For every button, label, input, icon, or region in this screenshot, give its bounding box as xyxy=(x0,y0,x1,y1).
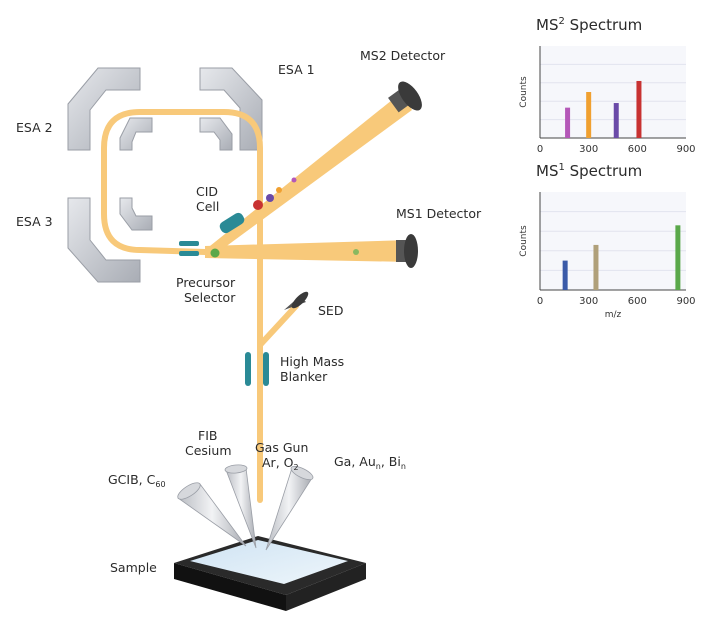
x-tick-label: 900 xyxy=(676,144,695,155)
sed-detector-icon xyxy=(284,291,309,310)
fragment-ion-purple xyxy=(266,194,274,202)
plot-area xyxy=(540,192,686,290)
esa-1-label: ESA 1 xyxy=(278,62,315,77)
x-tick-label: 600 xyxy=(628,144,647,155)
esa-3-plate xyxy=(67,197,153,283)
ms1-ion xyxy=(353,249,359,255)
precursor-selector-lens xyxy=(179,241,199,256)
ms1-detector-label: MS1 Detector xyxy=(396,206,482,221)
chart-title: MS1 Spectrum xyxy=(536,162,642,180)
spectrum-bar xyxy=(675,225,681,290)
spectrum-bar xyxy=(593,244,599,290)
gasgun-label-line1: Gas Gun xyxy=(255,440,308,455)
ion-particles xyxy=(210,177,359,258)
fib-label-line2: Cesium xyxy=(185,443,232,458)
fragment-ion-pink xyxy=(291,177,297,183)
fib-cesium-gun-icon xyxy=(224,464,257,549)
x-tick-label: 300 xyxy=(579,296,598,307)
fib-label-line1: FIB xyxy=(198,428,217,443)
spectrum-bar xyxy=(613,103,619,138)
esa-2-label: ESA 2 xyxy=(16,120,53,135)
gasgun-label-line2: Ar, O2 xyxy=(262,455,299,472)
high-mass-blanker-lens xyxy=(245,352,269,386)
x-tick-label: 600 xyxy=(628,296,647,307)
ion-beams xyxy=(101,92,412,503)
ga-au-bi-gun-icon xyxy=(265,465,314,551)
y-axis-label: Counts xyxy=(519,225,529,257)
sed-label: SED xyxy=(318,303,343,318)
ms2-beam xyxy=(205,92,412,256)
ms2-detector-icon xyxy=(388,81,422,113)
ga-au-bi-label: Ga, Aun, Bin xyxy=(334,454,406,471)
ms1-detector-icon xyxy=(396,234,418,268)
esa-1-plate xyxy=(199,67,263,151)
fragment-ion-orange xyxy=(276,187,282,193)
x-tick-label: 300 xyxy=(579,144,598,155)
spectrum-bar xyxy=(565,107,571,138)
esa-3-label: ESA 3 xyxy=(16,214,53,229)
ms2-detector-label: MS2 Detector xyxy=(360,48,446,63)
x-tick-label: 0 xyxy=(537,144,543,155)
gcib-label: GCIB, C60 xyxy=(108,472,166,489)
esa-2-plate xyxy=(67,67,153,151)
plot-area xyxy=(540,46,686,138)
sample-stage xyxy=(174,536,366,611)
blanker-label-line2: Blanker xyxy=(280,369,328,384)
blanker-label-line1: High Mass xyxy=(280,354,344,369)
spectrum-bar xyxy=(586,92,592,138)
precursor-ion xyxy=(210,248,220,258)
ms1-beam xyxy=(205,240,410,262)
gcib-gun-icon xyxy=(177,482,247,547)
spectrum-bar xyxy=(562,260,568,290)
x-tick-label: 900 xyxy=(676,296,695,307)
x-axis-label: m/z xyxy=(605,310,622,320)
esa-loop-beam xyxy=(101,109,263,255)
cid-cell-lens xyxy=(219,212,245,234)
precursor-label-line2: Selector xyxy=(184,290,236,305)
spectrum-bar xyxy=(636,80,642,138)
cid-label-line2: Cell xyxy=(196,199,219,214)
precursor-label-line1: Precursor xyxy=(176,275,236,290)
x-tick-label: 0 xyxy=(537,296,543,307)
sed-branch-beam xyxy=(257,303,299,348)
fragment-ion-red xyxy=(253,200,263,210)
chart-title: MS2 Spectrum xyxy=(536,16,642,34)
cid-label-line1: CID xyxy=(196,184,218,199)
y-axis-label: Counts xyxy=(519,76,529,108)
sample-label: Sample xyxy=(110,560,157,575)
